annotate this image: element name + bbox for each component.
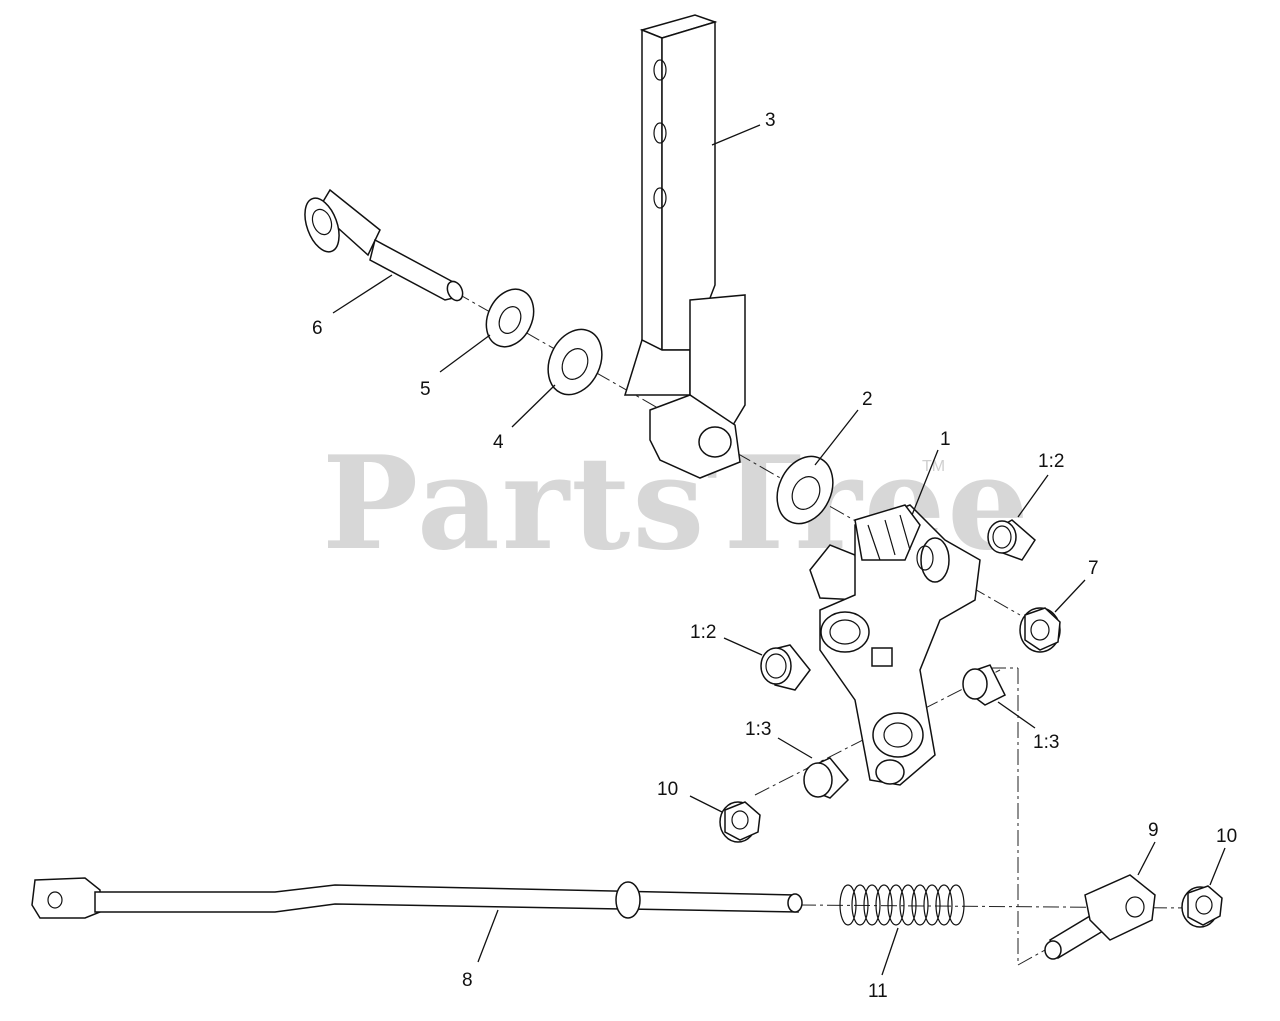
callout-1-3-right: 1:3	[1033, 732, 1059, 753]
spring-coil	[851, 884, 869, 926]
spring-coil	[935, 884, 953, 926]
part-3-bracket	[623, 14, 746, 479]
callout-10-left: 10	[657, 779, 678, 800]
bushing-1-3-right	[962, 664, 1007, 706]
callout-10-right: 10	[1216, 826, 1237, 847]
part-4-washer	[547, 328, 603, 396]
callout-4: 4	[493, 432, 504, 453]
bushing-1-2-lower	[760, 644, 811, 691]
spring-coil	[923, 884, 941, 926]
part-5-washer	[485, 288, 535, 348]
callout-5: 5	[420, 379, 431, 400]
part-9-swivel	[1044, 874, 1156, 960]
part-8-rod	[31, 877, 803, 919]
part-6-shoulder-bolt	[304, 188, 464, 302]
callout-labels: 3 6 5 4 2 1 1:2 7 1:2 1:3 1:3 10 9 10 8 …	[312, 110, 1237, 1002]
callout-9: 9	[1148, 820, 1159, 841]
part-10-flange-nut-left	[719, 801, 761, 843]
part-11-spring	[839, 884, 965, 926]
spring-coil	[887, 884, 905, 926]
callout-1: 1	[940, 429, 951, 450]
leader-lines	[332, 124, 1226, 976]
bushing-1-2-upper	[987, 519, 1036, 561]
spring-coil	[839, 884, 857, 926]
callout-6: 6	[312, 318, 323, 339]
callout-1-2-upper: 1:2	[1038, 451, 1064, 472]
callout-7: 7	[1088, 558, 1099, 579]
part-1-pivot-lever	[809, 504, 981, 786]
callout-11: 11	[868, 981, 888, 1002]
callout-1-2-lower: 1:2	[690, 622, 716, 643]
callout-3: 3	[765, 110, 776, 131]
callout-2: 2	[862, 389, 873, 410]
spring-coil	[947, 884, 965, 926]
spring-coil	[875, 884, 893, 926]
part-2-washer	[776, 455, 834, 525]
bushing-1-3-left	[803, 757, 850, 799]
spring-coil	[911, 884, 929, 926]
callout-1-3-left: 1:3	[745, 719, 771, 740]
part-7-flange-nut	[1019, 607, 1061, 653]
spring-coil	[899, 884, 917, 926]
callout-8: 8	[462, 970, 473, 991]
spring-coil	[863, 884, 881, 926]
part-10-flange-nut-right	[1181, 885, 1223, 928]
